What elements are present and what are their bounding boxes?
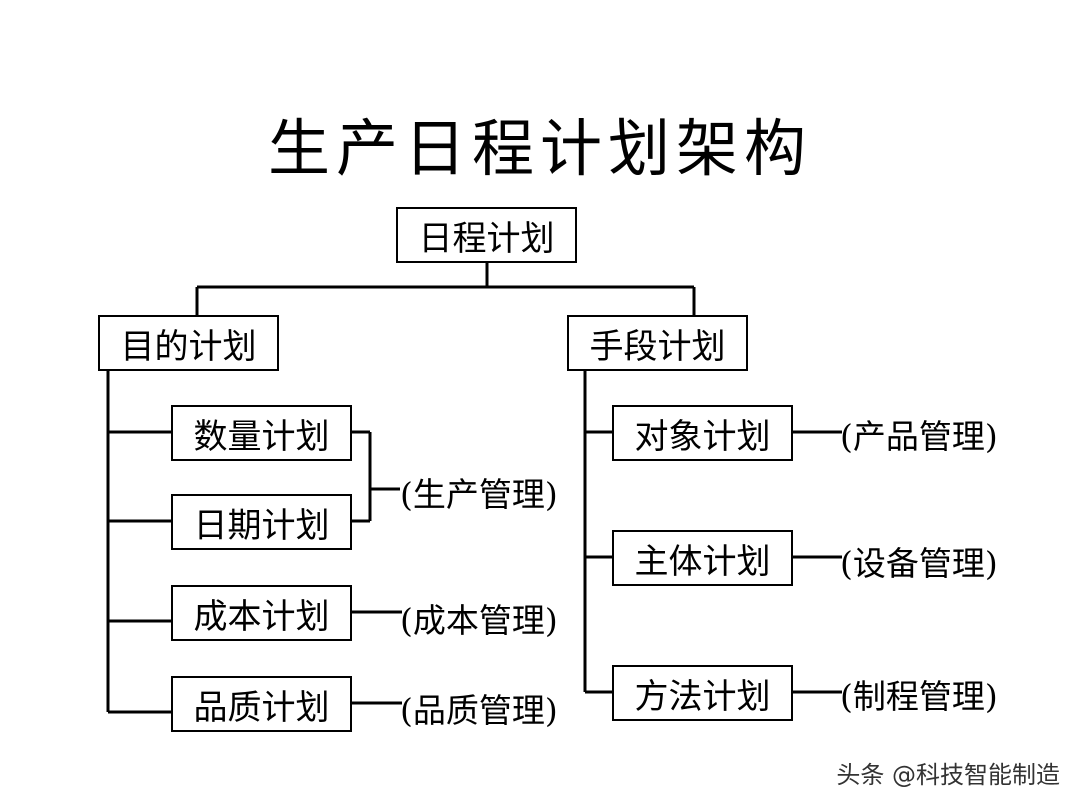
left-note: (品质管理) <box>400 691 558 730</box>
right-item-box: 主体计划 <box>612 530 793 586</box>
left-item-box: 品质计划 <box>171 676 352 732</box>
left-branch-box: 目的计划 <box>98 315 279 371</box>
right-note: (设备管理) <box>840 544 998 583</box>
page-title: 生产日程计划架构 <box>267 112 812 185</box>
left-item-box: 日期计划 <box>171 494 352 550</box>
left-item-box: 成本计划 <box>171 585 352 641</box>
right-item-box: 对象计划 <box>612 405 793 461</box>
left-note: (成本管理) <box>400 601 558 640</box>
right-note: (产品管理) <box>840 417 998 456</box>
watermark: 头条 @科技智能制造 <box>836 761 1060 789</box>
left-note: (生产管理) <box>400 475 558 514</box>
root-box: 日程计划 <box>396 207 577 263</box>
right-note: (制程管理) <box>840 677 998 716</box>
right-item-box: 方法计划 <box>612 665 793 721</box>
right-branch-box: 手段计划 <box>567 315 748 371</box>
left-item-box: 数量计划 <box>171 405 352 461</box>
